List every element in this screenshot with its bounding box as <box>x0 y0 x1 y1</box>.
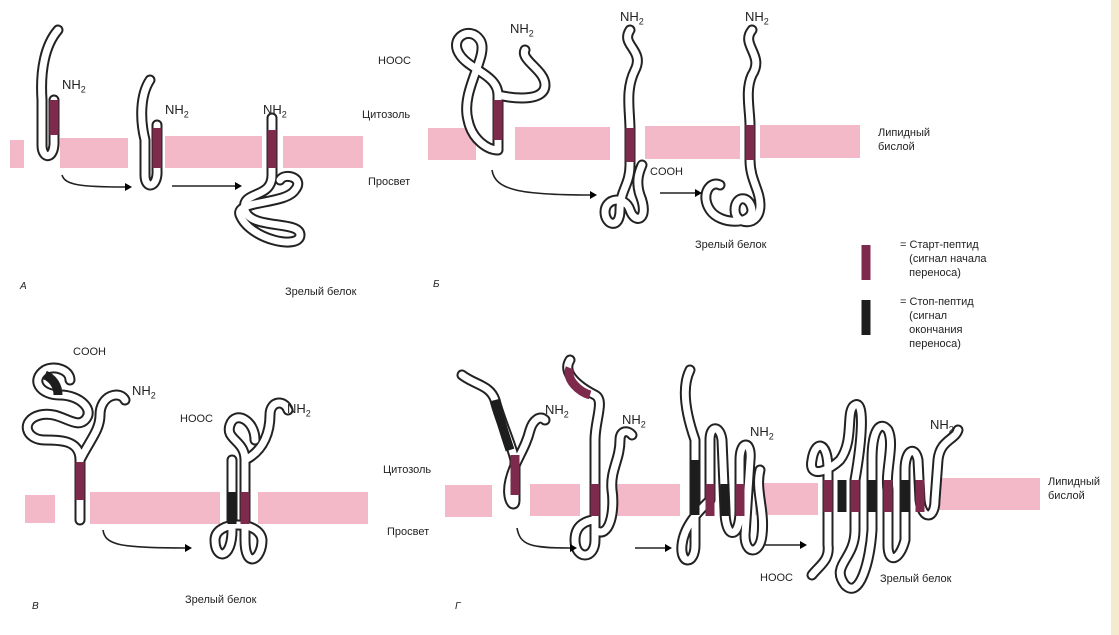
cytosol-label: Цитозоль <box>383 464 432 476</box>
legend-start-peptide: = Старт-пептид (сигнал начала переноса) <box>900 239 987 279</box>
mature-protein-label: Зрелый белок <box>880 573 952 585</box>
nh2-label: NH2 <box>165 102 189 120</box>
nh2-label: NH2 <box>620 9 644 27</box>
cooh-label: COOH <box>650 166 683 178</box>
nh2-label: NH2 <box>287 401 311 419</box>
lumen-label: Просвет <box>387 526 430 538</box>
cooh-label: COOH <box>73 346 106 358</box>
arrows <box>61 169 807 552</box>
chain-a1 <box>38 26 62 160</box>
cytosol-label: Цитозоль <box>362 109 411 121</box>
nh2-label: NH2 <box>750 424 774 442</box>
nh2-label: NH2 <box>745 9 769 27</box>
mature-protein-label: Зрелый белок <box>285 286 357 298</box>
legend-stop-peptide: = Стоп-пептид (сигнал окончания переноса… <box>900 296 974 350</box>
nh2-label: NH2 <box>62 77 86 95</box>
chain-v2 <box>211 399 292 563</box>
nh2-label: NH2 <box>132 383 156 401</box>
hooc-label: HOOC <box>760 572 793 584</box>
membrane-a <box>10 136 363 168</box>
panel-label-g: Г <box>455 601 461 612</box>
stop-peptide-segments <box>42 300 910 524</box>
page-edge <box>1111 0 1119 635</box>
membrane-b <box>428 125 860 160</box>
membrane-v <box>25 492 368 524</box>
chain-g1 <box>458 371 549 508</box>
chain-b1n <box>494 46 549 102</box>
mature-protein-label: Зрелый белок <box>185 594 257 606</box>
start-peptide-segments <box>49 100 925 524</box>
protein-chains <box>22 24 964 594</box>
mature-protein-label: Зрелый белок <box>695 239 767 251</box>
lumen-label: Просвет <box>368 176 411 188</box>
hooc-label: HOOC <box>180 413 213 425</box>
panel-label-b: Б <box>433 279 440 290</box>
nh2-label: NH2 <box>622 412 646 430</box>
chain-b2 <box>601 26 647 227</box>
chain-a3 <box>236 114 304 246</box>
panel-label-v: В <box>32 601 39 612</box>
hooc-label: HOOC <box>378 55 411 67</box>
chain-a2 <box>138 76 161 189</box>
chain-g4 <box>808 401 962 592</box>
nh2-label: NH2 <box>510 21 534 39</box>
panel-label-a: А <box>20 281 27 292</box>
chain-v1 <box>24 364 129 524</box>
chain-b3 <box>702 26 764 226</box>
nh2-label: NH2 <box>545 402 569 420</box>
chain-b1 <box>453 29 502 154</box>
nh2-label: NH2 <box>263 102 287 120</box>
nh2-label: NH2 <box>930 417 954 435</box>
